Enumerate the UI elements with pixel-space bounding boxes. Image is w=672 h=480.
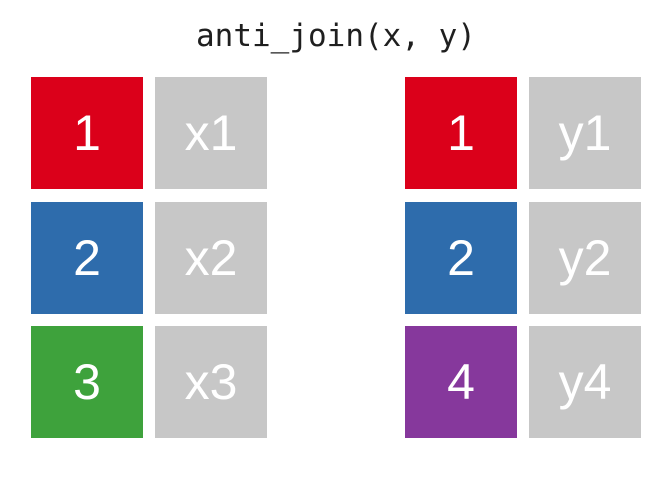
table-x-row-0-value-cell: x1 — [155, 77, 267, 189]
table-y-row-2-value-cell: y4 — [529, 326, 641, 438]
table-x-row-1-value-cell: x2 — [155, 201, 267, 314]
table-y-row-1-key-cell: 2 — [405, 201, 517, 314]
table-x-row-2-value-cell: x3 — [155, 326, 267, 438]
table-y-row-2-key-cell: 4 — [405, 326, 517, 438]
table-y-row-0-value-cell: y1 — [529, 77, 641, 189]
diagram-title: anti_join(x, y) — [196, 18, 476, 54]
table-y: 1 y1 2 y2 4 y4 — [405, 77, 641, 438]
table-x-row-2-key-cell: 3 — [31, 326, 143, 438]
table-x-row-0-key-cell: 1 — [31, 77, 143, 189]
table-y-row-0-key-cell: 1 — [405, 77, 517, 189]
table-x: 1 x1 2 x2 3 x3 — [31, 77, 267, 438]
table-y-row-1-value-cell: y2 — [529, 201, 641, 314]
table-x-row-1-key-cell: 2 — [31, 201, 143, 314]
